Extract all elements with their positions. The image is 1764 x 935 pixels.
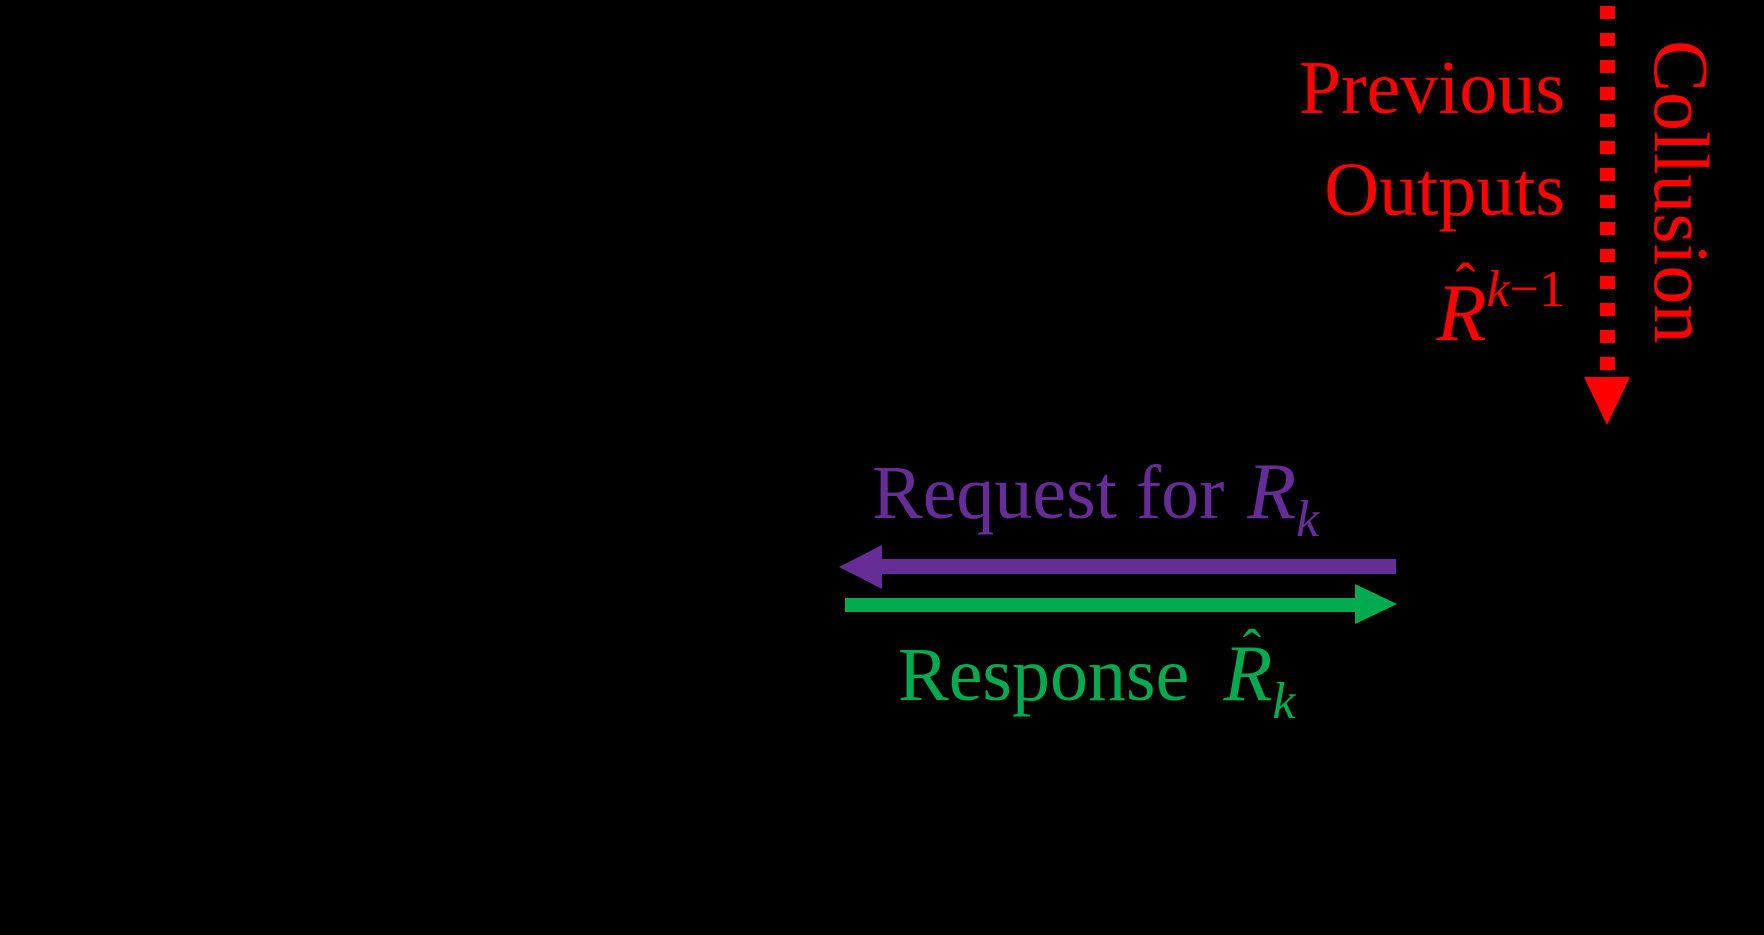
arrow-shaft (874, 559, 1396, 574)
previous-outputs-label: Previous Outputs (1299, 37, 1565, 241)
math-r-sub-k: Rk (1247, 448, 1320, 548)
collusion-label: Collusion (1638, 40, 1725, 344)
left-arrowhead-icon (839, 545, 882, 589)
previous-outputs-line1: Previous (1299, 46, 1565, 130)
dashed-line (1600, 6, 1615, 377)
right-arrowhead-icon (1355, 584, 1397, 624)
previous-outputs-line2: Outputs (1324, 148, 1565, 232)
math-superscript: k−1 (1486, 261, 1565, 318)
hat-accent: ˆ (1455, 251, 1476, 318)
down-arrowhead-icon (1584, 377, 1630, 425)
arrow-shaft (845, 598, 1358, 612)
hat-accent: ˆ (1242, 617, 1261, 679)
